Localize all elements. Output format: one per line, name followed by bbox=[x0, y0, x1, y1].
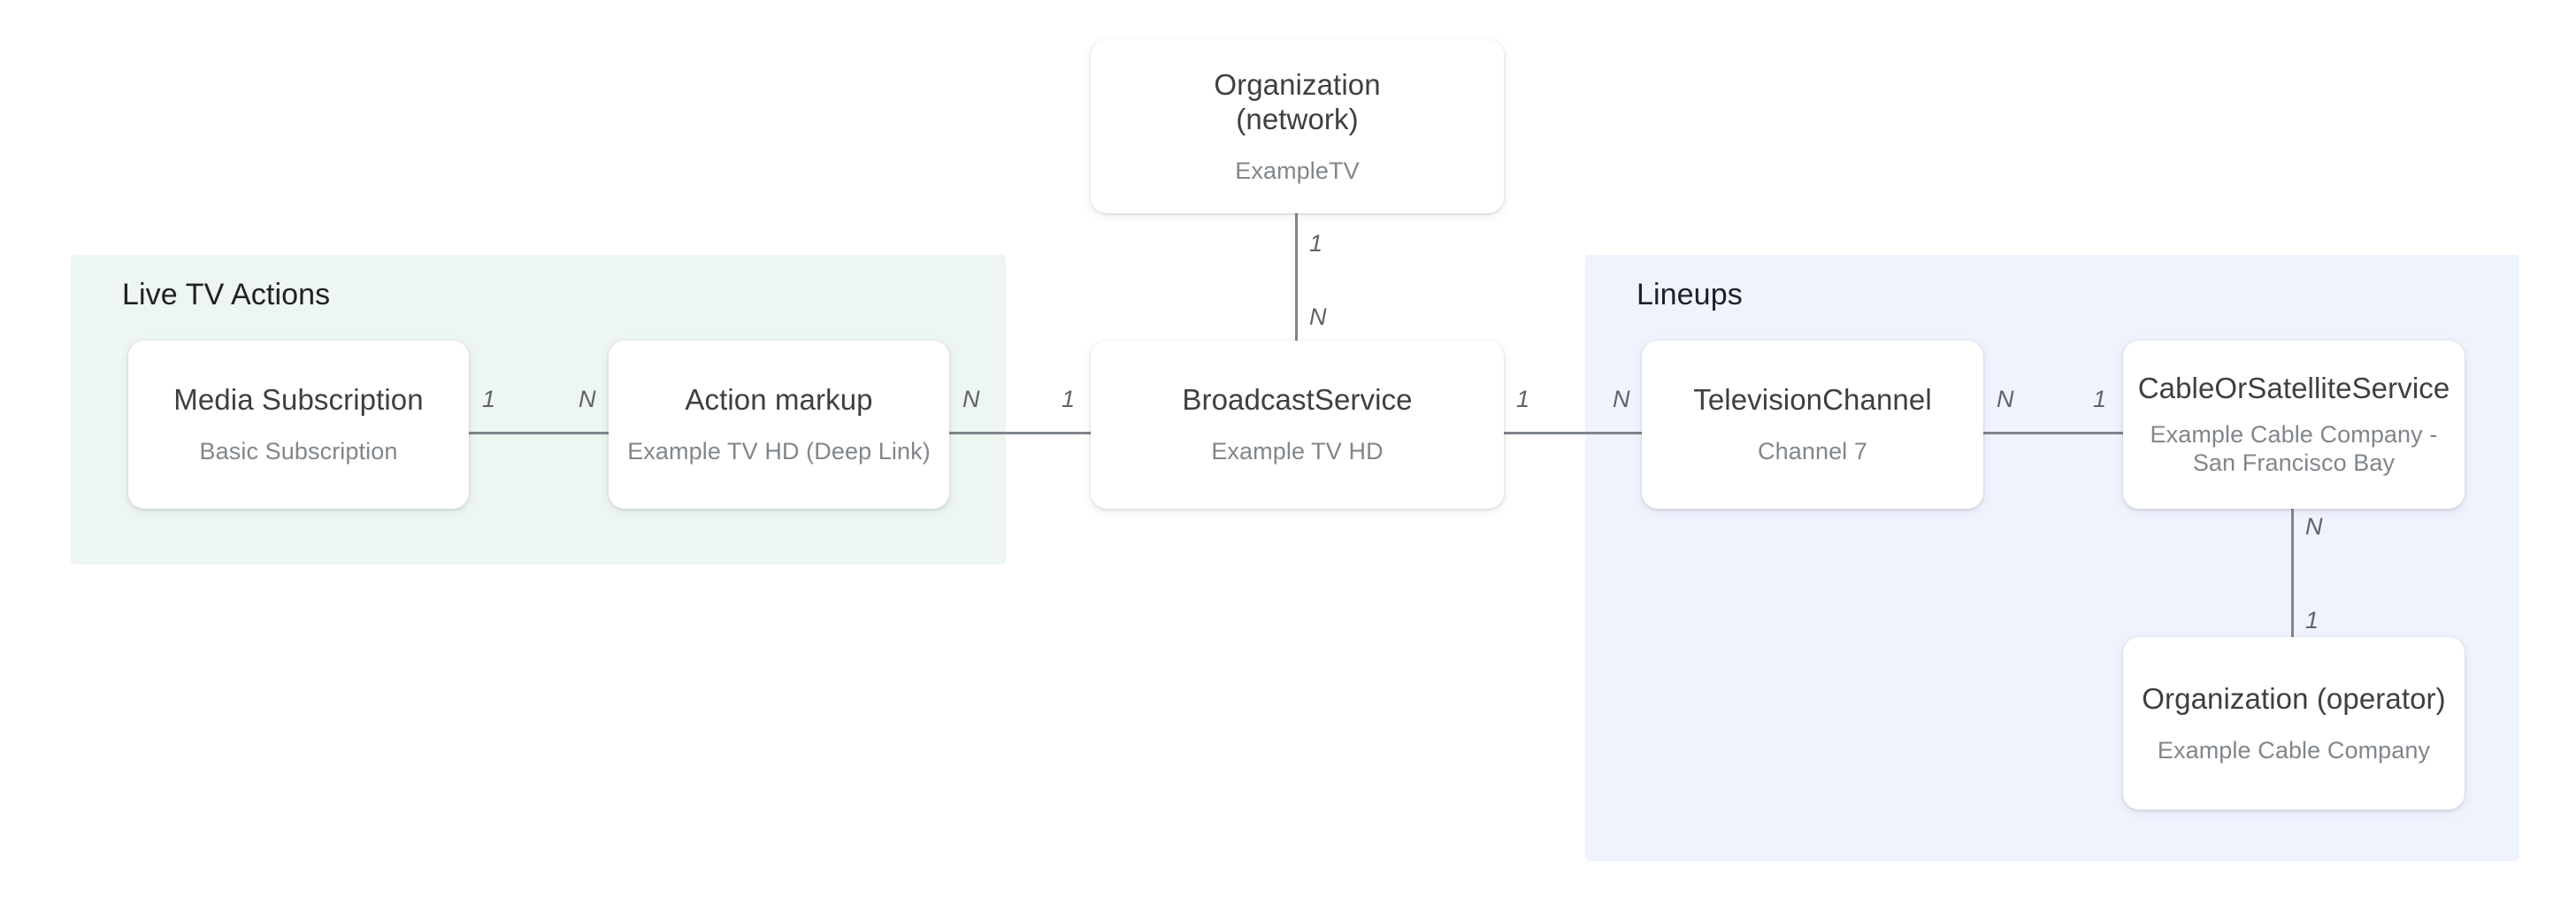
edge-multiplicity-action-markup-target: N bbox=[579, 386, 596, 412]
edge-multiplicity-organization-operator-target: 1 bbox=[2305, 607, 2319, 633]
node-organization-network[interactable]: Organization (network) ExampleTV bbox=[1091, 40, 1504, 213]
node-cable-or-satellite-service[interactable]: CableOrSatelliteService Example Cable Co… bbox=[2123, 341, 2465, 509]
node-title-broadcast-service: BroadcastService bbox=[1182, 383, 1413, 417]
edge-multiplicity-broadcast-service-right-source: 1 bbox=[1516, 386, 1530, 412]
edge-multiplicity-cable-or-satellite-service-bottom-source: N bbox=[2305, 513, 2323, 540]
node-subtitle-organization-network: ExampleTV bbox=[1235, 157, 1360, 184]
group-title-live-tv-actions: Live TV Actions bbox=[122, 278, 331, 311]
edge-line-broadcast-service-television-channel bbox=[1499, 432, 1647, 434]
edge-multiplicity-television-channel-left-target: N bbox=[1613, 386, 1630, 412]
edge-line-organization-network-broadcast-service bbox=[1295, 209, 1298, 345]
node-subtitle-line-1: Example Cable Company - bbox=[2150, 421, 2438, 449]
edge-line-action-markup-broadcast-service bbox=[944, 432, 1096, 434]
edge-multiplicity-media-subscription-source: 1 bbox=[482, 386, 496, 412]
node-title-media-subscription: Media Subscription bbox=[173, 383, 424, 417]
edge-multiplicity-broadcast-service-top-target: N bbox=[1309, 303, 1327, 330]
node-title-organization-operator: Organization (operator) bbox=[2142, 681, 2446, 715]
node-subtitle-broadcast-service: Example TV HD bbox=[1211, 438, 1384, 465]
node-media-subscription[interactable]: Media Subscription Basic Subscription bbox=[128, 341, 469, 509]
node-title-organization-network: Organization (network) bbox=[1214, 68, 1380, 137]
node-subtitle-organization-operator: Example Cable Company bbox=[2157, 736, 2431, 764]
node-television-channel[interactable]: TelevisionChannel Channel 7 bbox=[1642, 341, 1983, 509]
edge-multiplicity-television-channel-right-source: N bbox=[1997, 386, 2014, 412]
node-organization-operator[interactable]: Organization (operator) Example Cable Co… bbox=[2123, 637, 2465, 810]
node-title-action-markup: Action markup bbox=[685, 383, 873, 417]
edge-line-television-channel-cable-or-satellite-service bbox=[1978, 432, 2128, 434]
node-broadcast-service[interactable]: BroadcastService Example TV HD bbox=[1091, 341, 1504, 509]
edge-multiplicity-organization-network-source: 1 bbox=[1309, 230, 1323, 257]
node-subtitle-cable-or-satellite-service: Example Cable Company - San Francisco Ba… bbox=[2150, 420, 2438, 478]
node-title-line-2: (network) bbox=[1236, 102, 1359, 135]
edge-line-cable-or-satellite-service-organization-operator bbox=[2291, 504, 2294, 641]
node-subtitle-television-channel: Channel 7 bbox=[1758, 438, 1867, 465]
node-subtitle-media-subscription: Basic Subscription bbox=[199, 438, 398, 465]
node-subtitle-action-markup: Example TV HD (Deep Link) bbox=[627, 438, 931, 465]
edge-multiplicity-cable-or-satellite-service-left-target: 1 bbox=[2093, 386, 2107, 412]
node-title-line-1: Organization bbox=[1214, 67, 1381, 101]
group-title-lineups: Lineups bbox=[1637, 278, 1743, 311]
node-title-television-channel: TelevisionChannel bbox=[1693, 383, 1932, 417]
node-subtitle-line-2: San Francisco Bay bbox=[2192, 449, 2396, 477]
node-title-cable-or-satellite-service: CableOrSatelliteService bbox=[2137, 372, 2450, 405]
edge-multiplicity-action-markup-source: N bbox=[962, 386, 980, 412]
edge-multiplicity-broadcast-service-left-target: 1 bbox=[1062, 386, 1076, 412]
node-action-markup[interactable]: Action markup Example TV HD (Deep Link) bbox=[609, 341, 949, 509]
edge-line-media-subscription-action-markup bbox=[464, 432, 614, 434]
